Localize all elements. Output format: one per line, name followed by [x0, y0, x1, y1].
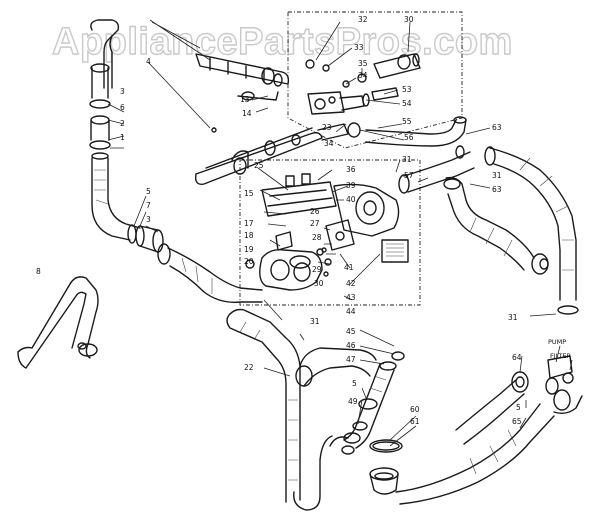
callout-25: 25 — [254, 161, 264, 170]
callout-22: 22 — [244, 363, 254, 372]
upper-inlet-assembly — [195, 53, 421, 115]
callout-23: 23 — [322, 123, 332, 132]
callout-45: 45 — [346, 327, 356, 336]
callout-28: 28 — [312, 233, 322, 242]
callout-34-lower: 34 — [324, 139, 334, 148]
filter-ring-61 — [369, 439, 403, 453]
callout-39: 39 — [346, 181, 356, 190]
callout-4: 4 — [146, 57, 151, 66]
hose-part-8 — [17, 276, 99, 369]
lower-crossover-hose — [167, 247, 263, 303]
left-fill-hose — [89, 19, 141, 241]
callout-40: 40 — [346, 195, 356, 204]
callout-60: 60 — [410, 405, 420, 414]
coupling-group-left — [127, 224, 171, 265]
callout-57: 57 — [404, 171, 414, 180]
callout-5-left: 5 — [146, 187, 151, 196]
callout-54: 54 — [402, 99, 412, 108]
callout-15: 15 — [244, 189, 254, 198]
upper-right-hose — [365, 116, 579, 315]
pump-assembly-box — [239, 159, 421, 306]
filter-cup — [369, 467, 399, 495]
mid-hose-47 — [329, 351, 405, 455]
callout-65: 65 — [512, 417, 522, 426]
callout-30: 30 — [404, 15, 414, 24]
pump-label: PUMP — [548, 338, 566, 346]
callout-41: 41 — [344, 263, 354, 272]
callout-17: 17 — [244, 219, 254, 228]
callout-20: 20 — [244, 257, 254, 266]
callout-6: 6 — [120, 103, 125, 112]
callout-49: 49 — [348, 397, 358, 406]
right-bent-hose — [443, 176, 549, 275]
callout-14: 14 — [242, 109, 252, 118]
callout-63-right: 63 — [492, 185, 502, 194]
callout-36: 36 — [346, 165, 356, 174]
callout-46: 46 — [346, 341, 356, 350]
lower-right-hose — [395, 355, 583, 505]
callout-5-right: 5 — [516, 403, 521, 412]
callout-64: 64 — [512, 353, 522, 362]
callout-3-upper: 3 — [120, 87, 125, 96]
callout-61: 61 — [410, 417, 420, 426]
callout-30-lower: 30 — [314, 279, 324, 288]
callout-26: 26 — [310, 207, 320, 216]
callout-31-far-right: 31 — [508, 313, 518, 322]
callout-31-right: 31 — [492, 171, 502, 180]
callout-53-upper: 53 — [402, 85, 412, 94]
callout-32: 32 — [358, 15, 368, 24]
heater-tube-assembly — [194, 122, 361, 185]
leader-lines — [107, 19, 557, 447]
callout-labels: 32 30 33 35 34 53 54 13 14 23 34 55 56 3… — [36, 15, 522, 426]
callout-42: 42 — [346, 279, 356, 288]
callout-5-mid: 5 — [352, 379, 357, 388]
callout-2: 2 — [120, 119, 125, 128]
callout-8: 8 — [36, 267, 41, 276]
pump-housing — [245, 173, 409, 291]
watermark-text: AppliancePartsPros.com — [52, 21, 513, 63]
pump-filter-leaders — [555, 345, 573, 371]
callout-35: 35 — [358, 59, 368, 68]
callout-43: 43 — [346, 293, 356, 302]
callout-7: 7 — [146, 201, 151, 210]
callout-55: 55 — [402, 117, 412, 126]
callout-44: 44 — [346, 307, 356, 316]
callout-27: 27 — [310, 219, 320, 228]
callout-33: 33 — [354, 43, 364, 52]
callout-29: 29 — [312, 265, 322, 274]
callout-34-upper: 34 — [358, 71, 368, 80]
drain-hose-22 — [226, 308, 377, 511]
callout-56: 56 — [404, 133, 414, 142]
callout-31-mid: 31 — [310, 317, 320, 326]
callout-63-upper: 63 — [492, 123, 502, 132]
callout-3-lower: 3 — [146, 215, 151, 224]
callout-13: 13 — [240, 95, 250, 104]
callout-18: 18 — [244, 231, 254, 240]
callout-47: 47 — [346, 355, 356, 364]
callout-1: 1 — [120, 133, 125, 142]
callout-19: 19 — [244, 245, 254, 254]
callout-31-upper: 31 — [402, 155, 412, 164]
filter-label: FILTER — [550, 352, 571, 360]
upper-assembly-box — [287, 11, 463, 149]
